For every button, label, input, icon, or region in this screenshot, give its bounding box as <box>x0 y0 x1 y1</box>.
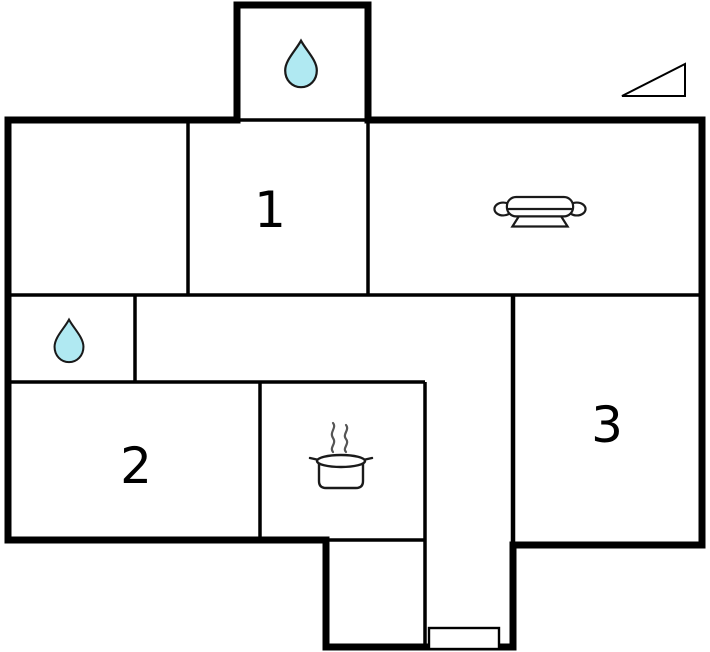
sofa-body <box>505 195 575 218</box>
room-label-2: 2 <box>120 437 152 495</box>
steam-line-left <box>330 421 336 454</box>
sofa-base <box>510 215 570 228</box>
entrance-door <box>427 626 501 651</box>
room-label-3: 3 <box>591 396 623 454</box>
pot-body <box>317 459 365 490</box>
sofa-icon <box>493 195 587 228</box>
interior-walls <box>8 118 702 647</box>
cooking-pot-icon <box>308 421 374 490</box>
water-drop-icon <box>53 317 85 364</box>
water-drop-icon <box>284 38 318 89</box>
steam-line-right <box>343 423 349 454</box>
room-label-1: 1 <box>254 181 286 239</box>
exterior-wall <box>4 1 706 651</box>
pot-rim <box>315 453 367 469</box>
north-triangle-icon <box>621 62 686 97</box>
